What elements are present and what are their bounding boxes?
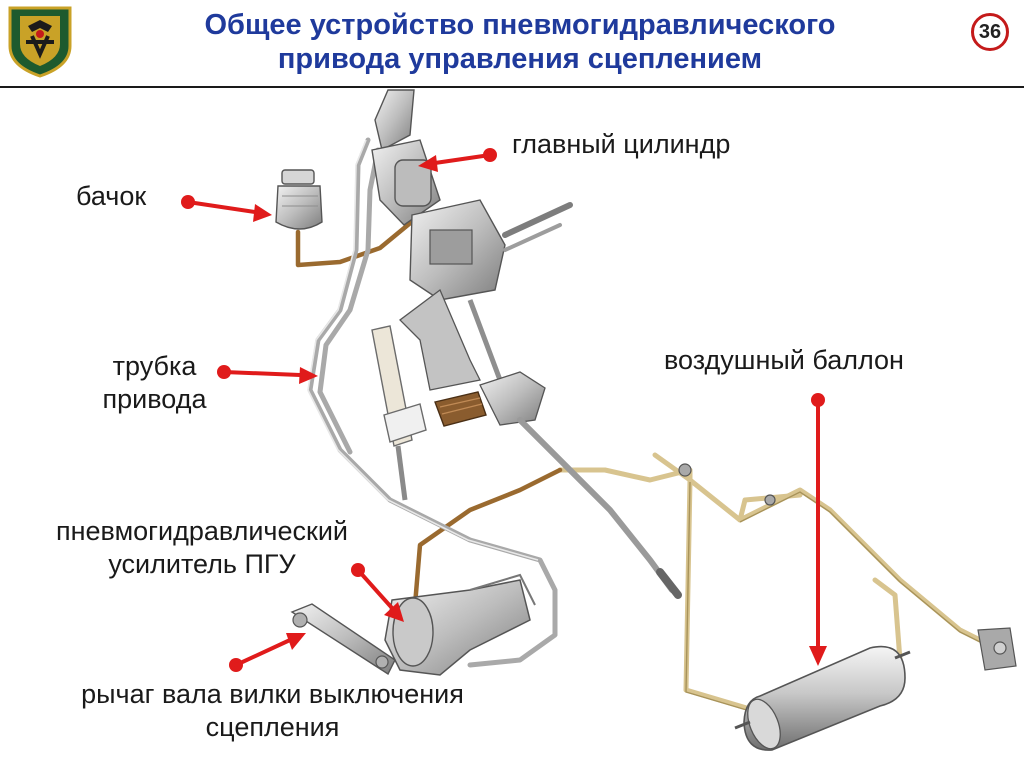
booster-unit [384,573,536,676]
title-line-1: Общее устройство пневмогидравлического [204,9,836,41]
drive-tube [307,137,558,668]
label-drive-tube: трубка привода [82,350,227,416]
label-booster-line2: усилитель ПГУ [108,549,296,579]
arrow-air-tank [809,393,827,666]
label-air-tank: воздушный баллон [664,345,904,375]
title-line-2: привода управления сцеплением [277,43,763,75]
reservoir-tank [275,169,323,230]
drive-tube-highlight [307,139,539,561]
clutch-pedal [434,391,487,427]
brake-pedal [371,325,427,501]
pedal-assembly [371,89,573,391]
label-booster: пневмогидравлический усилитель ПГУ [12,515,392,581]
valve-linkage [479,371,682,599]
air-lines [557,452,1003,715]
page-number-badge: 36 [971,13,1009,51]
air-lines-shade [685,481,1001,715]
arrow-fork-lever [229,633,306,672]
title-divider [0,86,1024,88]
fork-lever [290,603,396,676]
air-fittings [678,463,1017,671]
arrow-drive-tube [217,365,318,384]
slide-header: Общее устройство пневмогидравлического п… [0,0,1024,90]
callout-arrows [181,148,827,672]
slide-title: Общее устройство пневмогидравлического п… [120,8,920,76]
arrow-main-cylinder [418,148,497,172]
air-tank [734,645,911,751]
label-main-cylinder: главный цилиндр [512,129,731,159]
label-fork-lever: рычаг вала вилки выключения сцепления [20,678,525,744]
label-reservoir: бачок [76,181,147,211]
academy-emblem-icon [8,6,72,78]
label-drive-tube-line2: привода [102,384,207,414]
arrow-reservoir [181,195,272,222]
label-drive-tube-line1: трубка [112,351,197,381]
hydraulic-lines [295,212,563,608]
label-fork-lever-line2: сцепления [205,712,340,742]
label-booster-line1: пневмогидравлический [55,516,348,546]
label-fork-lever-line1: рычаг вала вилки выключения [81,679,464,709]
arrow-booster [351,563,404,622]
